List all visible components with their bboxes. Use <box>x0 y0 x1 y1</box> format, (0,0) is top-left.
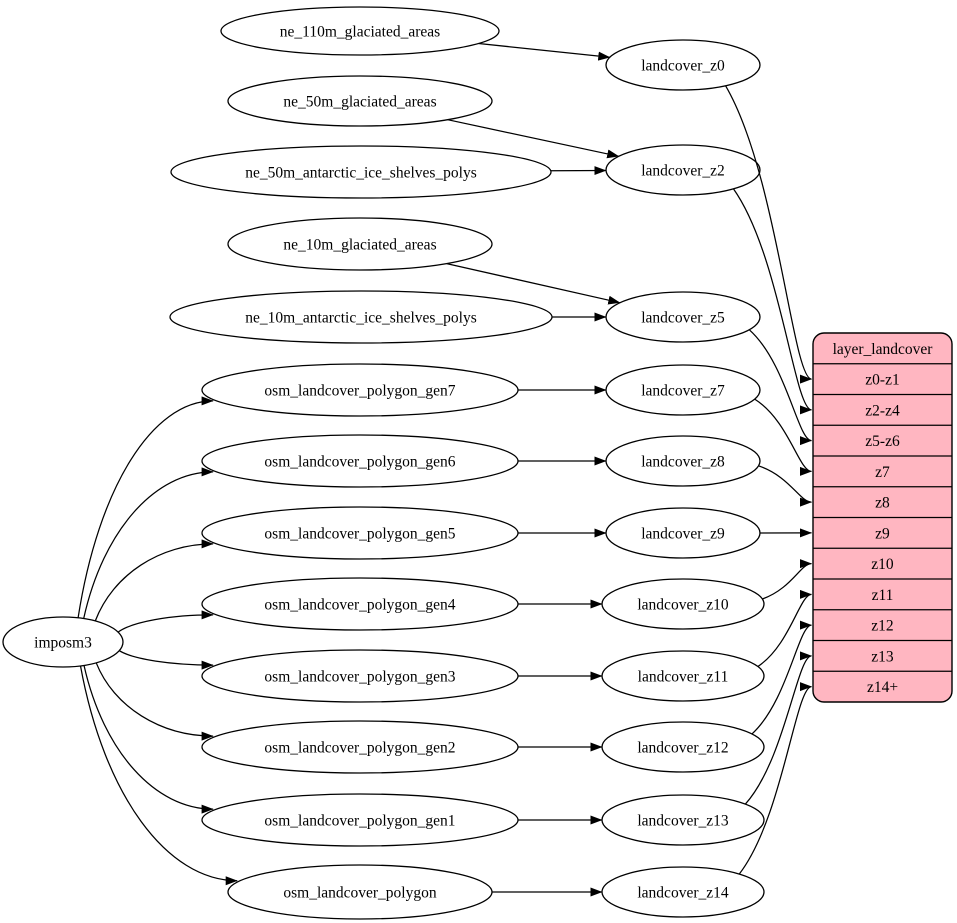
node-ne_50m_antarctic_ice_shelves_polys: ne_50m_antarctic_ice_shelves_polys <box>170 145 552 199</box>
edge-ne_10m_glaciated_areas--landcover_z5 <box>446 262 621 305</box>
landcover_z11-label: landcover_z11 <box>638 669 729 686</box>
edge-imposm3--osm_landcover_polygon_gen7 <box>77 396 214 618</box>
edge-landcover_z10--row-6 <box>762 559 812 600</box>
node-landcover_z14: landcover_z14 <box>601 866 765 918</box>
ne_50m_glaciated_areas-ellipse <box>227 75 493 127</box>
node-landcover_z13: landcover_z13 <box>601 794 765 846</box>
landcover_z0-ellipse <box>605 39 761 91</box>
osm_landcover_polygon_gen7-label: osm_landcover_polygon_gen7 <box>264 383 455 400</box>
table-title: layer_landcover <box>833 341 934 358</box>
node-osm_landcover_polygon_gen7: osm_landcover_polygon_gen7 <box>201 363 519 417</box>
landcover_z7-label: landcover_z7 <box>641 383 725 400</box>
table-row-z11: z11 <box>872 587 894 604</box>
table-row-z0-z1: z0-z1 <box>865 372 899 389</box>
edge-ne_110m_glaciated_areas--landcover_z0 <box>478 42 611 61</box>
edge-landcover_z13--row-9 <box>744 651 812 805</box>
edge-landcover_z0--row-0 <box>725 85 812 384</box>
osm_landcover_polygon_gen2-label: osm_landcover_polygon_gen2 <box>264 740 455 757</box>
node-osm_landcover_polygon_gen1: osm_landcover_polygon_gen1 <box>201 793 519 847</box>
edge-landcover_z11--row-7 <box>757 589 812 668</box>
node-ne_10m_glaciated_areas: ne_10m_glaciated_areas <box>227 217 493 271</box>
node-landcover_z0: landcover_z0 <box>605 39 761 91</box>
landcover_z2-label: landcover_z2 <box>641 163 725 180</box>
ne_50m_antarctic_ice_shelves_polys-ellipse <box>170 145 552 199</box>
table-row-z10: z10 <box>871 556 894 573</box>
ne_110m_glaciated_areas-label: ne_110m_glaciated_areas <box>280 24 440 41</box>
table-row-z13: z13 <box>871 648 894 665</box>
edge-landcover_z8--row-4 <box>758 465 812 507</box>
node-landcover_z8: landcover_z8 <box>605 435 761 487</box>
edge-imposm3--osm_landcover_polygon_gen1 <box>83 665 214 814</box>
landcover_z13-label: landcover_z13 <box>637 813 728 830</box>
osm_landcover_polygon_gen3-label: osm_landcover_polygon_gen3 <box>264 669 455 686</box>
node-osm_landcover_polygon_gen2: osm_landcover_polygon_gen2 <box>201 720 519 774</box>
landcover_z14-label: landcover_z14 <box>637 885 728 902</box>
table-row-z8: z8 <box>875 495 890 512</box>
node-landcover_z7: landcover_z7 <box>605 364 761 416</box>
node-osm_landcover_polygon_gen5: osm_landcover_polygon_gen5 <box>201 506 519 560</box>
node-landcover_z12: landcover_z12 <box>601 721 765 773</box>
osm_landcover_polygon_gen6-label: osm_landcover_polygon_gen6 <box>264 454 455 471</box>
edge-ne_50m_glaciated_areas--landcover_z2 <box>447 119 620 159</box>
osm_landcover_polygon_gen1-label: osm_landcover_polygon_gen1 <box>264 813 455 830</box>
edge-imposm3--osm_landcover_polygon <box>79 665 238 886</box>
edge-landcover_z5--row-2 <box>748 329 812 446</box>
edge-landcover_z7--row-3 <box>754 398 812 476</box>
table-row-z9: z9 <box>875 525 890 542</box>
node-osm_landcover_polygon_gen3: osm_landcover_polygon_gen3 <box>201 649 519 703</box>
edge-landcover_z2--row-1 <box>732 188 812 415</box>
osm_landcover_polygon_gen5-label: osm_landcover_polygon_gen5 <box>264 526 455 543</box>
landcover_z10-label: landcover_z10 <box>637 597 728 614</box>
edge-imposm3--osm_landcover_polygon_gen4 <box>117 610 214 633</box>
node-ne_110m_glaciated_areas: ne_110m_glaciated_areas <box>220 6 500 56</box>
node-landcover_z2: landcover_z2 <box>605 144 761 196</box>
table-row-z12: z12 <box>871 618 893 635</box>
edge-landcover_z14--row-10 <box>738 682 812 875</box>
ne_110m_glaciated_areas-ellipse <box>220 6 500 56</box>
ne_10m_glaciated_areas-label: ne_10m_glaciated_areas <box>283 237 436 254</box>
table-row-z2-z4: z2-z4 <box>865 402 900 419</box>
imposm3-label: imposm3 <box>34 635 92 652</box>
ne_10m_antarctic_ice_shelves_polys-label: ne_10m_antarctic_ice_shelves_polys <box>245 310 477 327</box>
edge-landcover_z12--row-8 <box>751 620 812 735</box>
node-landcover_z9: landcover_z9 <box>605 507 761 559</box>
table-row-z14+: z14+ <box>867 679 898 696</box>
node-landcover_z11: landcover_z11 <box>601 650 765 702</box>
node-imposm3: imposm3 <box>2 616 124 668</box>
node-landcover_z10: landcover_z10 <box>601 578 765 630</box>
landcover_z8-label: landcover_z8 <box>641 454 725 471</box>
table-row-z7: z7 <box>875 464 890 481</box>
landcover_z5-label: landcover_z5 <box>641 310 725 327</box>
layer-landcover-table: layer_landcover z0-z1 z2-z4 z5-z6 z7 z8 z9 z10 z… <box>812 332 953 703</box>
edge-imposm3--osm_landcover_polygon_gen5 <box>94 539 214 622</box>
ne_50m_antarctic_ice_shelves_polys-label: ne_50m_antarctic_ice_shelves_polys <box>245 165 477 182</box>
node-osm_landcover_polygon: osm_landcover_polygon <box>227 864 493 920</box>
node-osm_landcover_polygon_gen6: osm_landcover_polygon_gen6 <box>201 434 519 488</box>
osm_landcover_polygon-label: osm_landcover_polygon <box>283 885 437 902</box>
ne_10m_glaciated_areas-ellipse <box>227 217 493 271</box>
ne_50m_glaciated_areas-label: ne_50m_glaciated_areas <box>283 94 436 111</box>
landcover_z9-label: landcover_z9 <box>641 526 725 543</box>
node-osm_landcover_polygon_gen4: osm_landcover_polygon_gen4 <box>201 577 519 631</box>
node-ne_50m_glaciated_areas: ne_50m_glaciated_areas <box>227 75 493 127</box>
osm_landcover_polygon_gen4-label: osm_landcover_polygon_gen4 <box>264 597 455 614</box>
imposm3-ellipse <box>2 616 124 668</box>
landcover_z0-label: landcover_z0 <box>641 58 725 75</box>
node-landcover_z5: landcover_z5 <box>605 291 761 343</box>
edge-imposm3--osm_landcover_polygon_gen6 <box>83 467 214 619</box>
node-ne_10m_antarctic_ice_shelves_polys: ne_10m_antarctic_ice_shelves_polys <box>169 290 553 344</box>
edge-imposm3--osm_landcover_polygon_gen3 <box>118 650 214 670</box>
edge-imposm3--osm_landcover_polygon_gen2 <box>95 662 214 741</box>
landcover_z12-label: landcover_z12 <box>637 740 728 757</box>
table-row-z5-z6: z5-z6 <box>865 433 900 450</box>
